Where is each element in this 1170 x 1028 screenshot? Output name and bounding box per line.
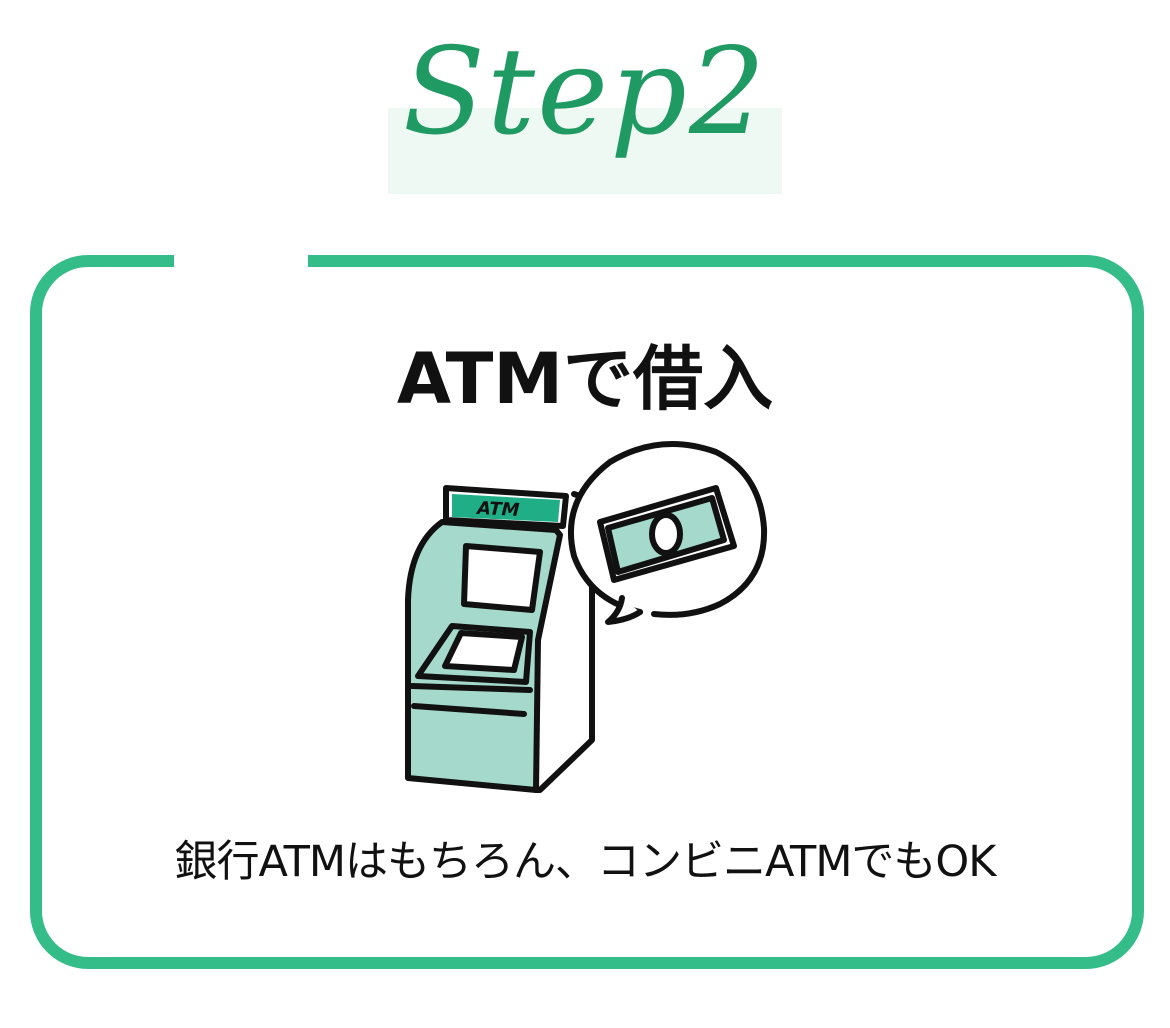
- card-border-gap: [174, 250, 308, 270]
- banknote-bubble-icon: [568, 441, 768, 625]
- atm-illustration: ATM: [398, 436, 770, 800]
- card-caption: 銀行ATMはもちろん、コンビニATMでもOK: [174, 837, 997, 887]
- step-heading: Step2: [402, 23, 768, 162]
- atm-label: ATM: [475, 498, 521, 521]
- step-highlight: [388, 108, 782, 194]
- card-title: ATMで借入: [396, 338, 774, 420]
- atm-machine-icon: [405, 485, 595, 793]
- step-card: [30, 255, 1144, 969]
